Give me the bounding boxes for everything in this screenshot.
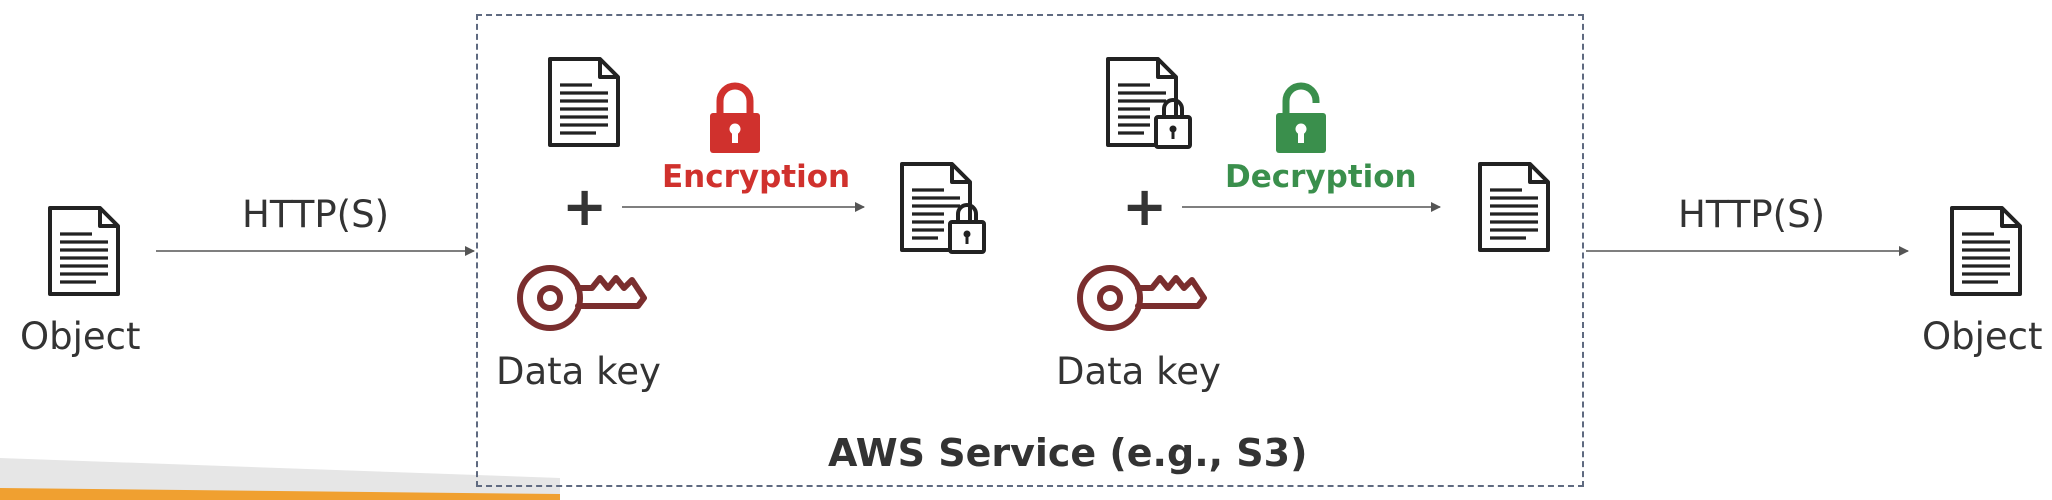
- encryption-plus-sign: +: [562, 175, 608, 238]
- aws-service-boundary: [476, 14, 1584, 487]
- right-object-label: Object: [1922, 315, 2043, 358]
- decryption-key-label: Data key: [1056, 350, 1221, 393]
- document-icon: [48, 206, 120, 296]
- left-protocol-label: HTTP(S): [242, 193, 390, 236]
- locked-document-icon: [900, 162, 986, 254]
- document-icon: [1478, 162, 1550, 252]
- key-icon: [1077, 265, 1207, 331]
- encryption-label: Encryption: [662, 159, 851, 195]
- open-padlock-icon: [1276, 82, 1326, 153]
- closed-padlock-icon: [710, 82, 760, 153]
- decryption-label: Decryption: [1225, 159, 1417, 195]
- right-protocol-label: HTTP(S): [1678, 193, 1826, 236]
- document-icon: [1950, 206, 2022, 296]
- key-icon: [517, 265, 647, 331]
- locked-document-icon: [1106, 57, 1192, 149]
- service-label: AWS Service (e.g., S3): [828, 431, 1308, 475]
- left-object-label: Object: [20, 315, 141, 358]
- decryption-plus-sign: +: [1122, 175, 1168, 238]
- encryption-key-label: Data key: [496, 350, 661, 393]
- document-icon: [548, 57, 620, 147]
